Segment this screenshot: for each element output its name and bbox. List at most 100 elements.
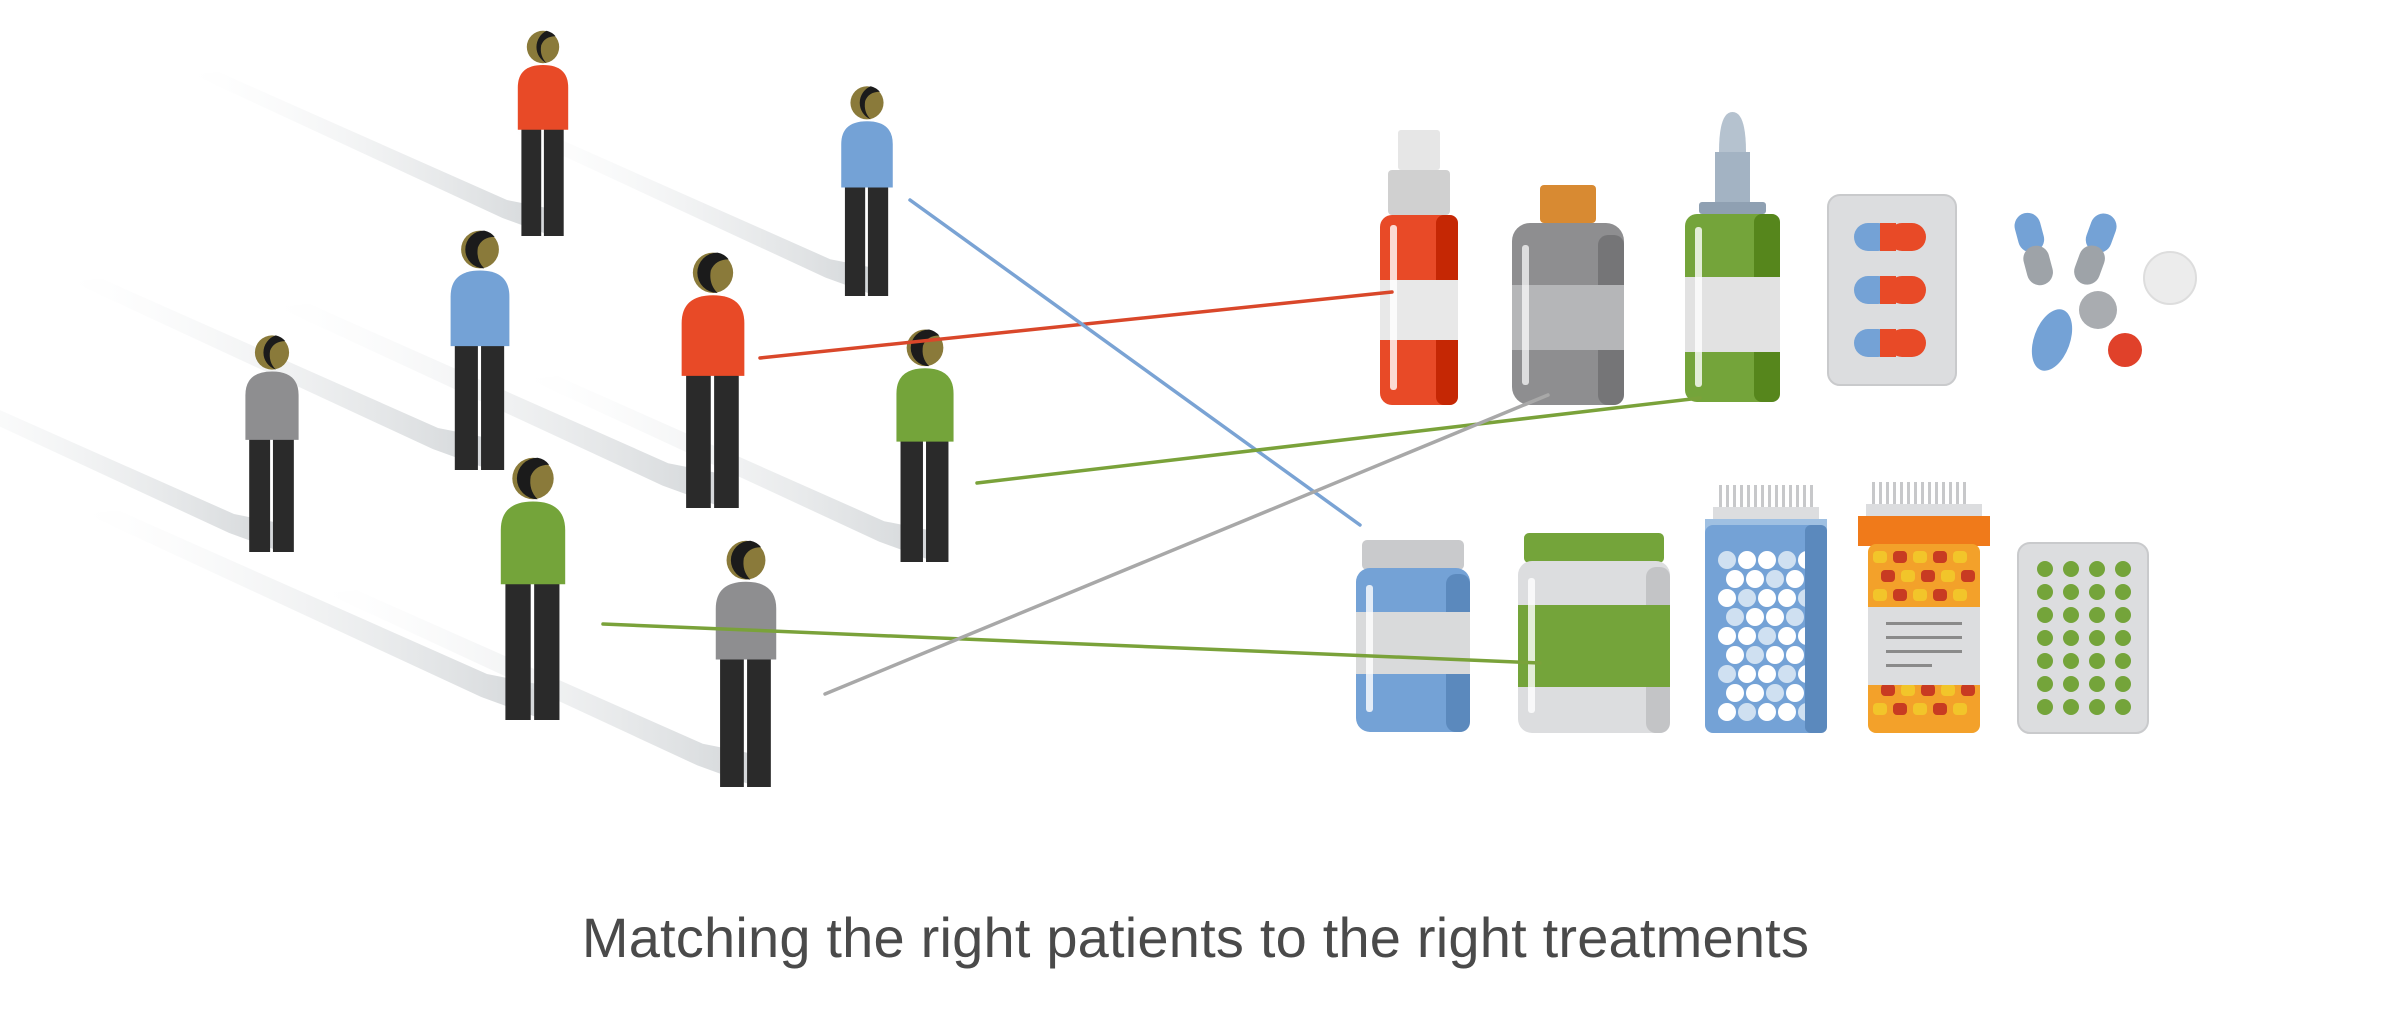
- pill-bottle-orange-label: [1868, 607, 1980, 685]
- connection-person-blue-back-to-jar-blue: [908, 198, 1362, 527]
- person-gray-front-shirt: [715, 581, 777, 660]
- tablet-blister-pack-green-tablet-6-3: [2089, 676, 2105, 692]
- tablet-blister-pack-green-tablet-5-3: [2089, 653, 2105, 669]
- pill-bottle-orange-cap-ridge-2: [1879, 482, 1882, 508]
- pill-bottle-blue-pill-8-0: [1718, 703, 1736, 721]
- person-gray-front-left-leg: [720, 657, 744, 787]
- pill-bottle-orange-cap-ridge-14: [1963, 482, 1966, 508]
- pill-bottle-orange-pill-7-3: [1941, 684, 1955, 696]
- pill-bottle-blue-pill-3-2: [1766, 608, 1784, 626]
- connection-person-green-front-to-jar-green: [601, 622, 1542, 665]
- pill-bottle-orange-pill-8-0: [1873, 703, 1887, 715]
- person-green-front-hair: [516, 457, 550, 500]
- loose-pills-capsule-1-bottom: [2023, 245, 2053, 286]
- pill-bottle-orange-pill-8-1: [1893, 703, 1907, 715]
- dropper-bottle-green-collar: [1699, 202, 1766, 214]
- pill-bottle-blue-pill-3-0: [1726, 608, 1744, 626]
- pill-bottle-blue-cap-ridge-6: [1754, 485, 1757, 511]
- pill-bottle-orange-pill-1-3: [1941, 570, 1955, 582]
- pill-bottle-orange-pill-8-2: [1913, 703, 1927, 715]
- person-red-back-hair: [536, 30, 556, 64]
- jar-blue: [1356, 540, 1470, 732]
- pill-bottle-blue-pill-8-2: [1758, 703, 1776, 721]
- person-blue-mid: [450, 230, 510, 470]
- capsule-blister-pack-capsule-1-join: [1880, 223, 1896, 251]
- pill-bottle-orange-label-line-4: [1886, 664, 1932, 667]
- tablet-blister-pack-green-tablet-4-2: [2063, 630, 2079, 646]
- pill-bottle-blue-pill-2-2: [1758, 589, 1776, 607]
- pill-bottle-orange-pill-7-0: [1881, 684, 1895, 696]
- pill-bottle-orange-cap-ridge-8: [1921, 482, 1924, 508]
- pill-bottle-blue-pill-2-1: [1738, 589, 1756, 607]
- loose-pills: [2014, 212, 2197, 371]
- person-red-back-left-leg: [521, 128, 542, 236]
- jar-green-label: [1518, 605, 1670, 687]
- pill-bottle-blue-pill-2-0: [1718, 589, 1736, 607]
- pill-bottle-blue-pill-5-2: [1766, 646, 1784, 664]
- loose-pills-capsule-2-top: [2085, 213, 2117, 253]
- person-blue-back-left-leg: [844, 185, 866, 296]
- pill-bottle-blue-pill-8-3: [1778, 703, 1796, 721]
- pill-bottle-blue-pill-0-1: [1738, 551, 1756, 569]
- connection-person-gray-front-to-medicine-bottle-gray: [823, 393, 1550, 696]
- treatments-layer: [1356, 112, 2197, 734]
- medicine-bottle-gray-cap: [1540, 185, 1596, 223]
- person-gray-left-right-leg: [272, 438, 294, 552]
- person-green-front-left-leg: [505, 582, 531, 720]
- person-green-mid: [896, 329, 954, 562]
- jar-green: [1518, 533, 1670, 733]
- person-red-mid: [681, 252, 745, 508]
- pill-bottle-orange-pill-2-0: [1873, 589, 1887, 601]
- caption: Matching the right patients to the right…: [581, 906, 1810, 969]
- person-red-mid-hair: [697, 252, 729, 293]
- tablet-blister-pack-green-tablet-1-1: [2037, 561, 2053, 577]
- pill-bottle-blue-pill-7-0: [1726, 684, 1744, 702]
- person-gray-left: [245, 335, 299, 552]
- pill-bottle-blue-pill-0-3: [1778, 551, 1796, 569]
- pill-bottle-blue-pill-7-3: [1786, 684, 1804, 702]
- pill-bottle-blue-pill-3-1: [1746, 608, 1764, 626]
- tablet-blister-pack-green-tablet-5-4: [2115, 653, 2131, 669]
- pill-bottle-blue-cap-ridge-1: [1719, 485, 1722, 511]
- pill-bottle-blue-pill-4-2: [1758, 627, 1776, 645]
- pill-bottle-blue-cap-ridge-2: [1726, 485, 1729, 511]
- medicine-bottle-gray-label: [1512, 285, 1624, 350]
- pill-bottle-blue-cap-ridge-9: [1775, 485, 1778, 511]
- pill-bottle-blue-pill-5-1: [1746, 646, 1764, 664]
- loose-pills-red-pill: [2108, 333, 2142, 367]
- spray-bottle-red: [1380, 130, 1458, 405]
- loose-pills-capsule-1: [2014, 212, 2053, 286]
- pill-bottle-blue-cap-rim: [1713, 507, 1819, 521]
- pill-bottle-blue-pill-0-2: [1758, 551, 1776, 569]
- pill-bottle-orange-pill-0-1: [1893, 551, 1907, 563]
- person-blue-back-shirt: [841, 121, 893, 188]
- pill-bottle-blue-pill-1-1: [1746, 570, 1764, 588]
- person-red-back-right-leg: [543, 128, 564, 236]
- tablet-blister-pack-green-tablet-3-3: [2089, 607, 2105, 623]
- pill-bottle-blue-pill-1-2: [1766, 570, 1784, 588]
- person-blue-back: [841, 86, 893, 296]
- pill-bottle-orange: [1858, 482, 1990, 733]
- tablet-blister-pack-green-tablet-4-4: [2115, 630, 2131, 646]
- person-gray-left-hair: [263, 335, 286, 370]
- person-red-back: [517, 30, 569, 236]
- person-green-mid-left-leg: [900, 439, 923, 562]
- capsule-blister-pack-capsule-3-right: [1888, 329, 1926, 357]
- tablet-blister-pack-green-tablet-5-2: [2063, 653, 2079, 669]
- capsule-blister-pack-capsule-1-right: [1888, 223, 1926, 251]
- loose-pills-gray-tablet: [2079, 291, 2117, 329]
- person-blue-mid-shirt: [450, 270, 510, 347]
- tablet-blister-pack-green-tablet-6-4: [2115, 676, 2131, 692]
- capsule-blister-pack-capsule-2-join: [1880, 276, 1896, 304]
- pill-bottle-blue-cap-ridge-12: [1796, 485, 1799, 511]
- jar-blue-lid: [1362, 540, 1464, 570]
- spray-bottle-red-cap: [1388, 170, 1450, 215]
- person-red-mid-right-leg: [714, 373, 739, 508]
- person-green-front-shirt: [500, 501, 566, 585]
- tablet-blister-pack-green-tablet-3-2: [2063, 607, 2079, 623]
- tablet-blister-pack-green-tablet-2-3: [2089, 584, 2105, 600]
- tablet-blister-pack-green-tablet-6-2: [2063, 676, 2079, 692]
- pill-bottle-blue-pill-3-3: [1786, 608, 1804, 626]
- person-green-mid-shirt: [896, 368, 954, 442]
